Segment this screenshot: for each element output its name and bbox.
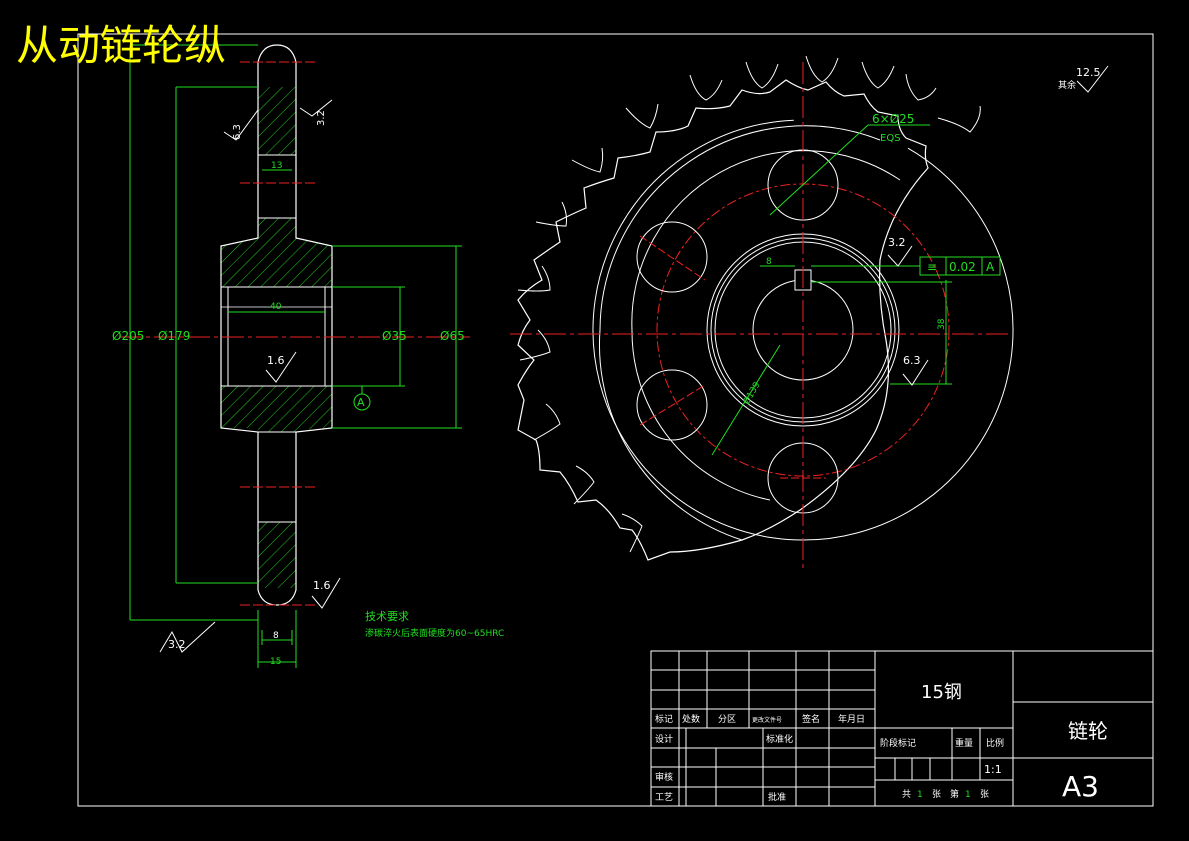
tb-zhang1: 张: [932, 789, 941, 800]
tb-h-chushu: 处数: [682, 713, 700, 725]
dim-tooth-width: 13: [271, 161, 282, 171]
bolt-hole-lower-left: [636, 369, 708, 441]
hub-section-top: [221, 218, 332, 287]
tb-biaozhunhua: 标准化: [766, 733, 793, 745]
tb-h-fenqu: 分区: [718, 714, 736, 725]
dim-hub-dia: Ø65: [440, 329, 465, 343]
side-view: Ø205 Ø179 Ø35 Ø65 40 13 8 15 6.3 3.2 1.6…: [112, 44, 470, 668]
tb-part-name: 链轮: [1068, 719, 1108, 743]
dim-hub-length: 40: [270, 302, 282, 312]
tolerance-value: 0.02: [949, 260, 976, 274]
dim-outer-dia: Ø205: [112, 329, 144, 343]
roughness-front-6-3: 6.3: [903, 354, 921, 367]
pcd-dim: Ø139: [741, 380, 763, 407]
tb-material: 15钢: [921, 682, 962, 703]
tb-gong: 共: [902, 789, 911, 800]
holes-callout: 6×Ø25: [872, 112, 914, 126]
tb-h-qianming: 签名: [802, 713, 820, 725]
tb-jieduan: 阶段标记: [880, 737, 916, 749]
tb-h-nianyueri: 年月日: [838, 713, 865, 725]
datum-label-a: A: [357, 396, 365, 409]
tb-gong-n: 1: [917, 790, 923, 800]
dim-bore-dia: Ø35: [382, 329, 407, 343]
dim-pitch-dia: Ø179: [158, 329, 190, 343]
roughness-bore-1-6: 1.6: [267, 354, 285, 367]
side-outline: [220, 44, 333, 606]
tb-di: 第: [950, 788, 959, 800]
keyway-height-dim: 38: [937, 318, 947, 330]
tolerance-symbol: ≡: [927, 260, 937, 274]
tolerance-datum: A: [986, 260, 995, 274]
dim-chamfer-width: 8: [273, 631, 279, 641]
tb-pizhun: 批准: [768, 791, 786, 803]
tb-sheji: 设计: [655, 733, 673, 745]
holes-eqs: EQS: [880, 133, 901, 144]
tech-req-line1: 渗碳淬火后表面硬度为60~65HRC: [365, 627, 504, 639]
tb-sheet-size: A3: [1062, 770, 1099, 803]
bolt-hole-upper-left: [636, 221, 708, 293]
roughness-side-6-3: 6.3: [232, 124, 243, 140]
roughness-side-3-2-top: 3.2: [316, 110, 327, 126]
tb-zhang2: 张: [980, 789, 989, 800]
tb-di-n: 1: [965, 790, 971, 800]
drawing-frame: [77, 33, 1154, 807]
roughness-front-3-2: 3.2: [888, 236, 906, 249]
tb-bili: 比例: [986, 737, 1004, 749]
tech-req-heading: 技术要求: [365, 610, 409, 623]
front-view: 6×Ø25 EQS Ø139 3.2 6.3 ≡ 0.02 A 8 38: [510, 55, 1109, 570]
tb-h-gengai: 更改文件号: [752, 716, 782, 724]
rim-section-bottom: [258, 522, 296, 588]
drawing-title: 从动链轮纵: [16, 21, 226, 70]
rim-section-top: [258, 87, 296, 155]
hub-section-bottom: [221, 386, 332, 432]
sprocket-profile: [517, 79, 929, 561]
dim-rim-width: 15: [270, 657, 281, 667]
tb-scale: 1:1: [984, 763, 1002, 776]
tb-shenhe: 审核: [655, 771, 673, 783]
roughness-side-1-6-bottom: 1.6: [313, 579, 331, 592]
general-roughness-value: 12.5: [1076, 66, 1101, 79]
keyway-width-dim: 8: [766, 257, 772, 267]
general-roughness-label: 其余: [1058, 79, 1076, 91]
tb-zhongliang: 重量: [955, 737, 973, 749]
tb-h-biaoji: 标记: [655, 713, 673, 725]
title-block: [650, 650, 1154, 807]
tb-gongyi: 工艺: [655, 792, 673, 803]
roughness-side-3-2-bottom: 3.2: [168, 638, 186, 651]
